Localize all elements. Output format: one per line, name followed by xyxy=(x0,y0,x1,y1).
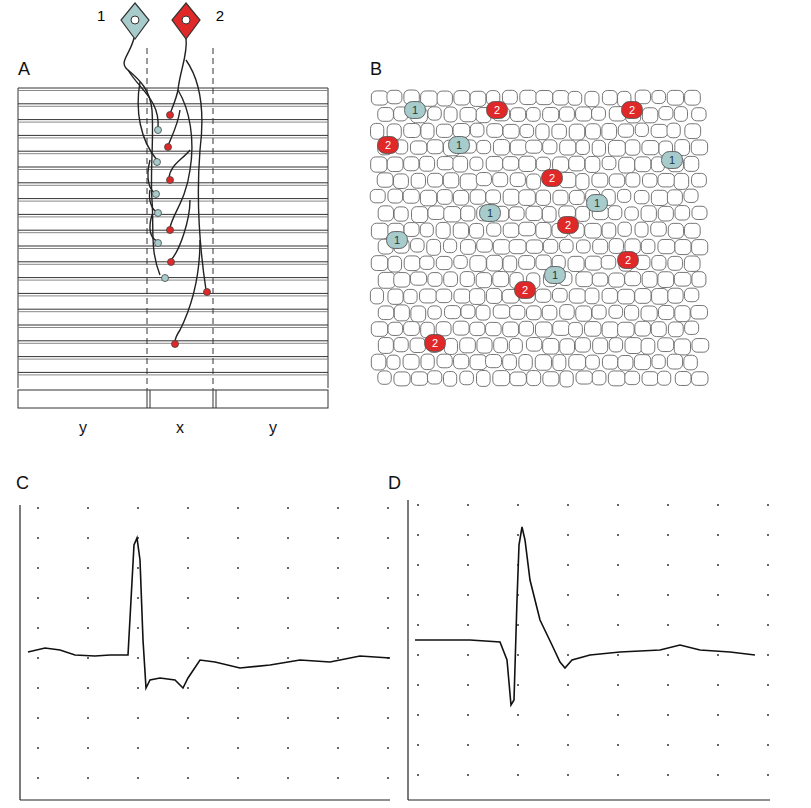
column-markers xyxy=(18,48,328,408)
layer-strips xyxy=(18,88,328,388)
panel-letter: B xyxy=(370,60,382,78)
cell-number: 2 xyxy=(629,105,635,116)
labelled-cell: 1 xyxy=(404,101,426,119)
axons xyxy=(124,38,206,342)
panel-letter: C xyxy=(16,474,29,492)
column-label: y xyxy=(269,420,277,436)
column-label: x xyxy=(176,420,184,436)
labelled-cell: 1 xyxy=(661,151,683,169)
neuron-number: 1 xyxy=(97,8,105,23)
plot-grid xyxy=(37,504,769,779)
cell-number: 1 xyxy=(669,155,675,166)
cell-number: 2 xyxy=(432,338,438,349)
cell-number: 1 xyxy=(594,198,600,209)
column-label: y xyxy=(79,420,87,436)
labelled-cell: 1 xyxy=(479,204,501,222)
labelled-cell: 2 xyxy=(617,251,639,269)
labelled-cell: 2 xyxy=(514,281,536,299)
labelled-cell: 2 xyxy=(557,216,579,234)
cell-number: 2 xyxy=(522,285,528,296)
labelled-cell: 1 xyxy=(586,194,608,212)
panel-letter: A xyxy=(18,60,30,78)
cell-number: 1 xyxy=(394,235,400,246)
labelled-cell: 2 xyxy=(377,136,399,154)
labelled-cell: 1 xyxy=(386,231,408,249)
labelled-cell: 2 xyxy=(424,334,446,352)
neuron-number: 2 xyxy=(216,8,224,23)
voltage-traces xyxy=(28,527,755,705)
cell-number: 2 xyxy=(549,173,555,184)
cell-mosaic xyxy=(370,90,709,387)
cell-number: 2 xyxy=(494,105,500,116)
cell-number: 2 xyxy=(385,140,391,151)
neuron-cell: 2 xyxy=(164,2,226,42)
cell-number: 2 xyxy=(565,220,571,231)
cell-number: 1 xyxy=(456,140,462,151)
synapse-dots xyxy=(153,112,211,348)
cell-number: 1 xyxy=(487,208,493,219)
labelled-cell: 2 xyxy=(541,169,563,187)
labelled-cell: 2 xyxy=(621,101,643,119)
plot-axes xyxy=(20,500,770,800)
labelled-cell: 1 xyxy=(448,136,470,154)
cell-number: 1 xyxy=(412,105,418,116)
neuron-cell: 1 xyxy=(95,2,157,42)
labelled-cell: 1 xyxy=(544,266,566,284)
cell-number: 1 xyxy=(552,270,558,281)
labelled-cell: 2 xyxy=(486,101,508,119)
cell-number: 2 xyxy=(625,255,631,266)
panel-letter: D xyxy=(388,474,401,492)
